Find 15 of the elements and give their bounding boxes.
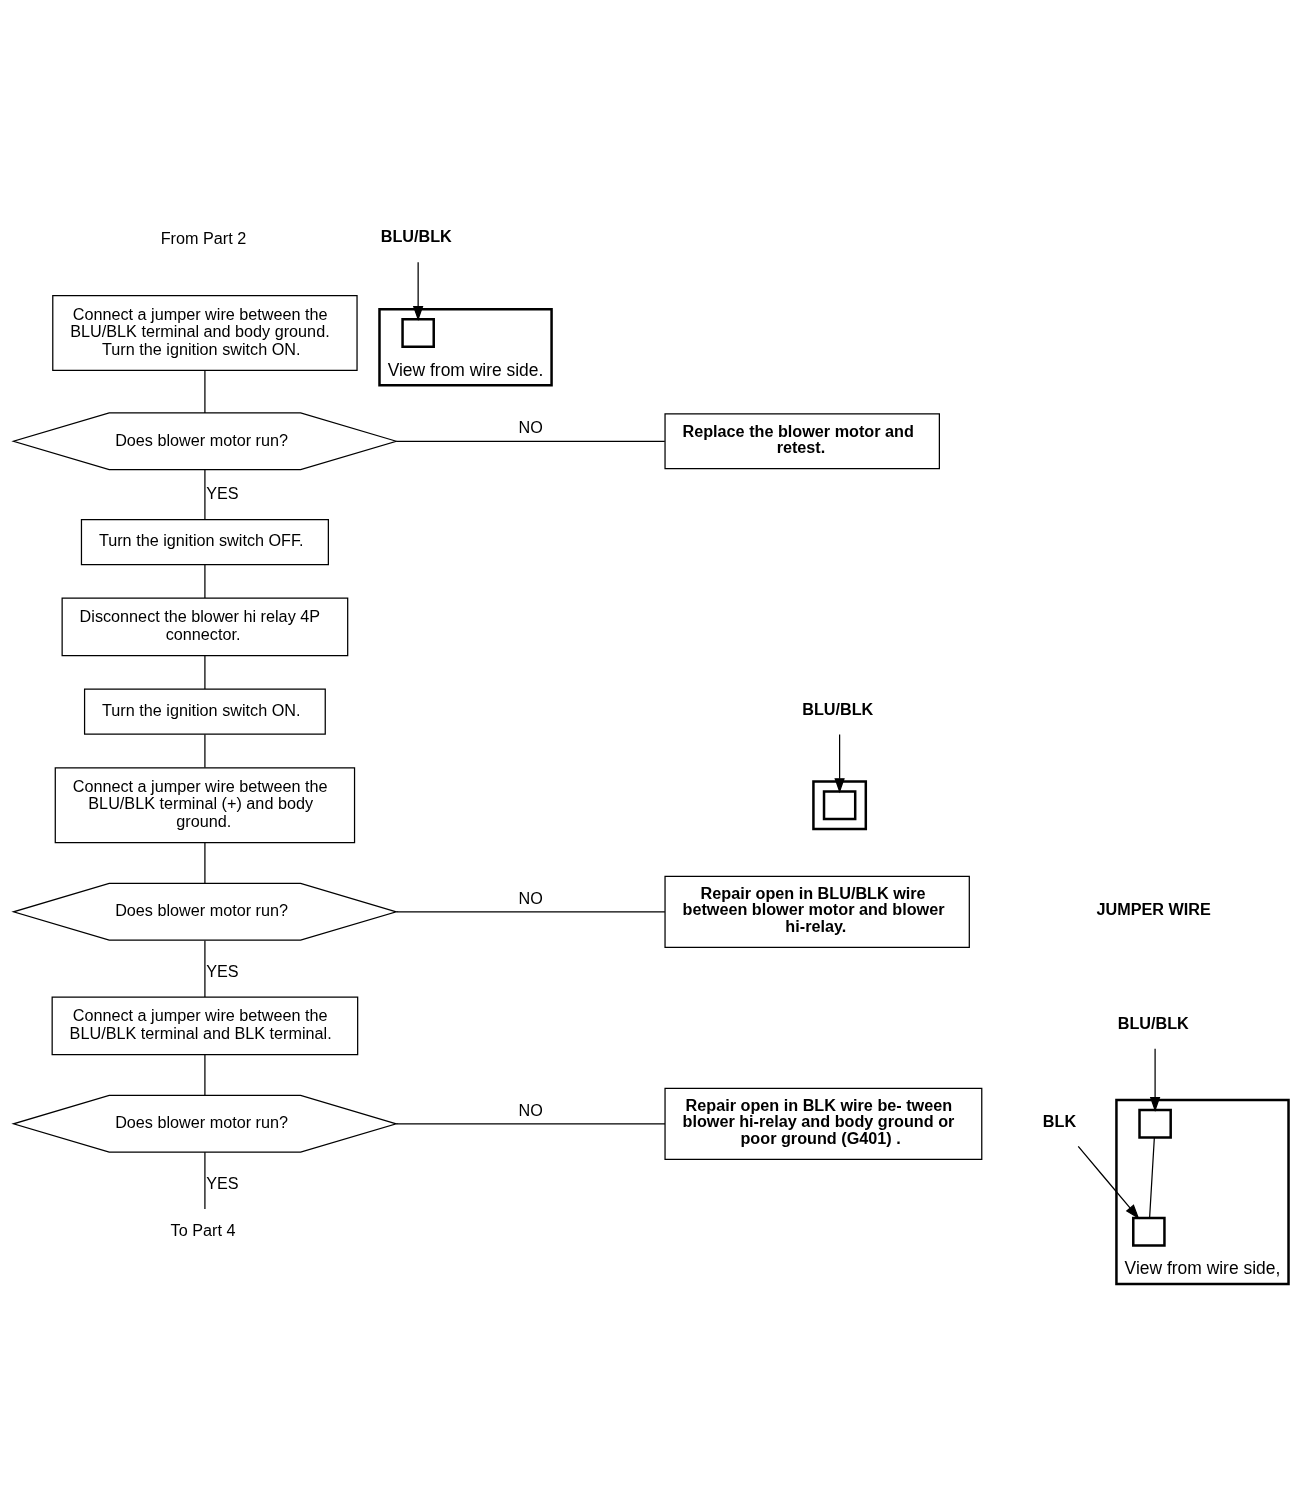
node-label: View from wire side,: [1124, 1257, 1281, 1278]
node-text: To Part 4: [170, 1220, 236, 1239]
edge-label: YES: [206, 483, 239, 502]
edge-label: YES: [206, 1173, 239, 1192]
edge-label: NO: [518, 1100, 543, 1119]
node-label: View from wire side.: [387, 359, 544, 380]
node-text: BLU/BLK: [380, 226, 452, 245]
node-text: From Part 2: [160, 228, 247, 247]
edge-label: NO: [518, 417, 543, 436]
node-text: BLU/BLK: [1117, 1013, 1189, 1032]
edge-label: YES: [206, 961, 239, 980]
edge-label: NO: [518, 888, 543, 907]
node-text: BLK: [1042, 1111, 1077, 1130]
label: JUMPER WIRE: [1096, 899, 1211, 918]
node-text: BLU/BLK: [802, 699, 874, 718]
